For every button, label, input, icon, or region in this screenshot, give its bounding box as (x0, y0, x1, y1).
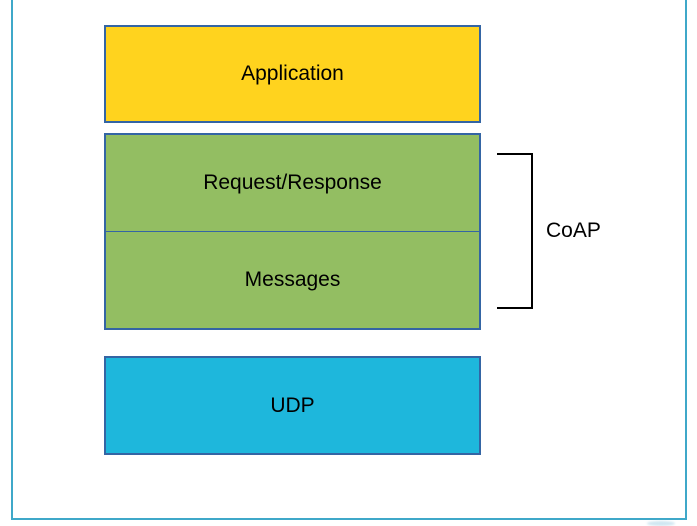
coap-bracket (497, 153, 533, 309)
page-border (11, 0, 687, 520)
layer-coap-group: Request/Response Messages (104, 133, 481, 330)
coap-label: CoAP (546, 219, 601, 242)
watermark-smudge (647, 521, 675, 526)
udp-label: UDP (270, 393, 315, 417)
application-label: Application (241, 62, 344, 86)
layer-messages: Messages (106, 231, 479, 328)
layer-udp: UDP (104, 356, 481, 455)
layer-application: Application (104, 25, 481, 123)
messages-label: Messages (244, 268, 341, 292)
request-response-label: Request/Response (203, 171, 382, 195)
layer-request-response: Request/Response (106, 135, 479, 231)
